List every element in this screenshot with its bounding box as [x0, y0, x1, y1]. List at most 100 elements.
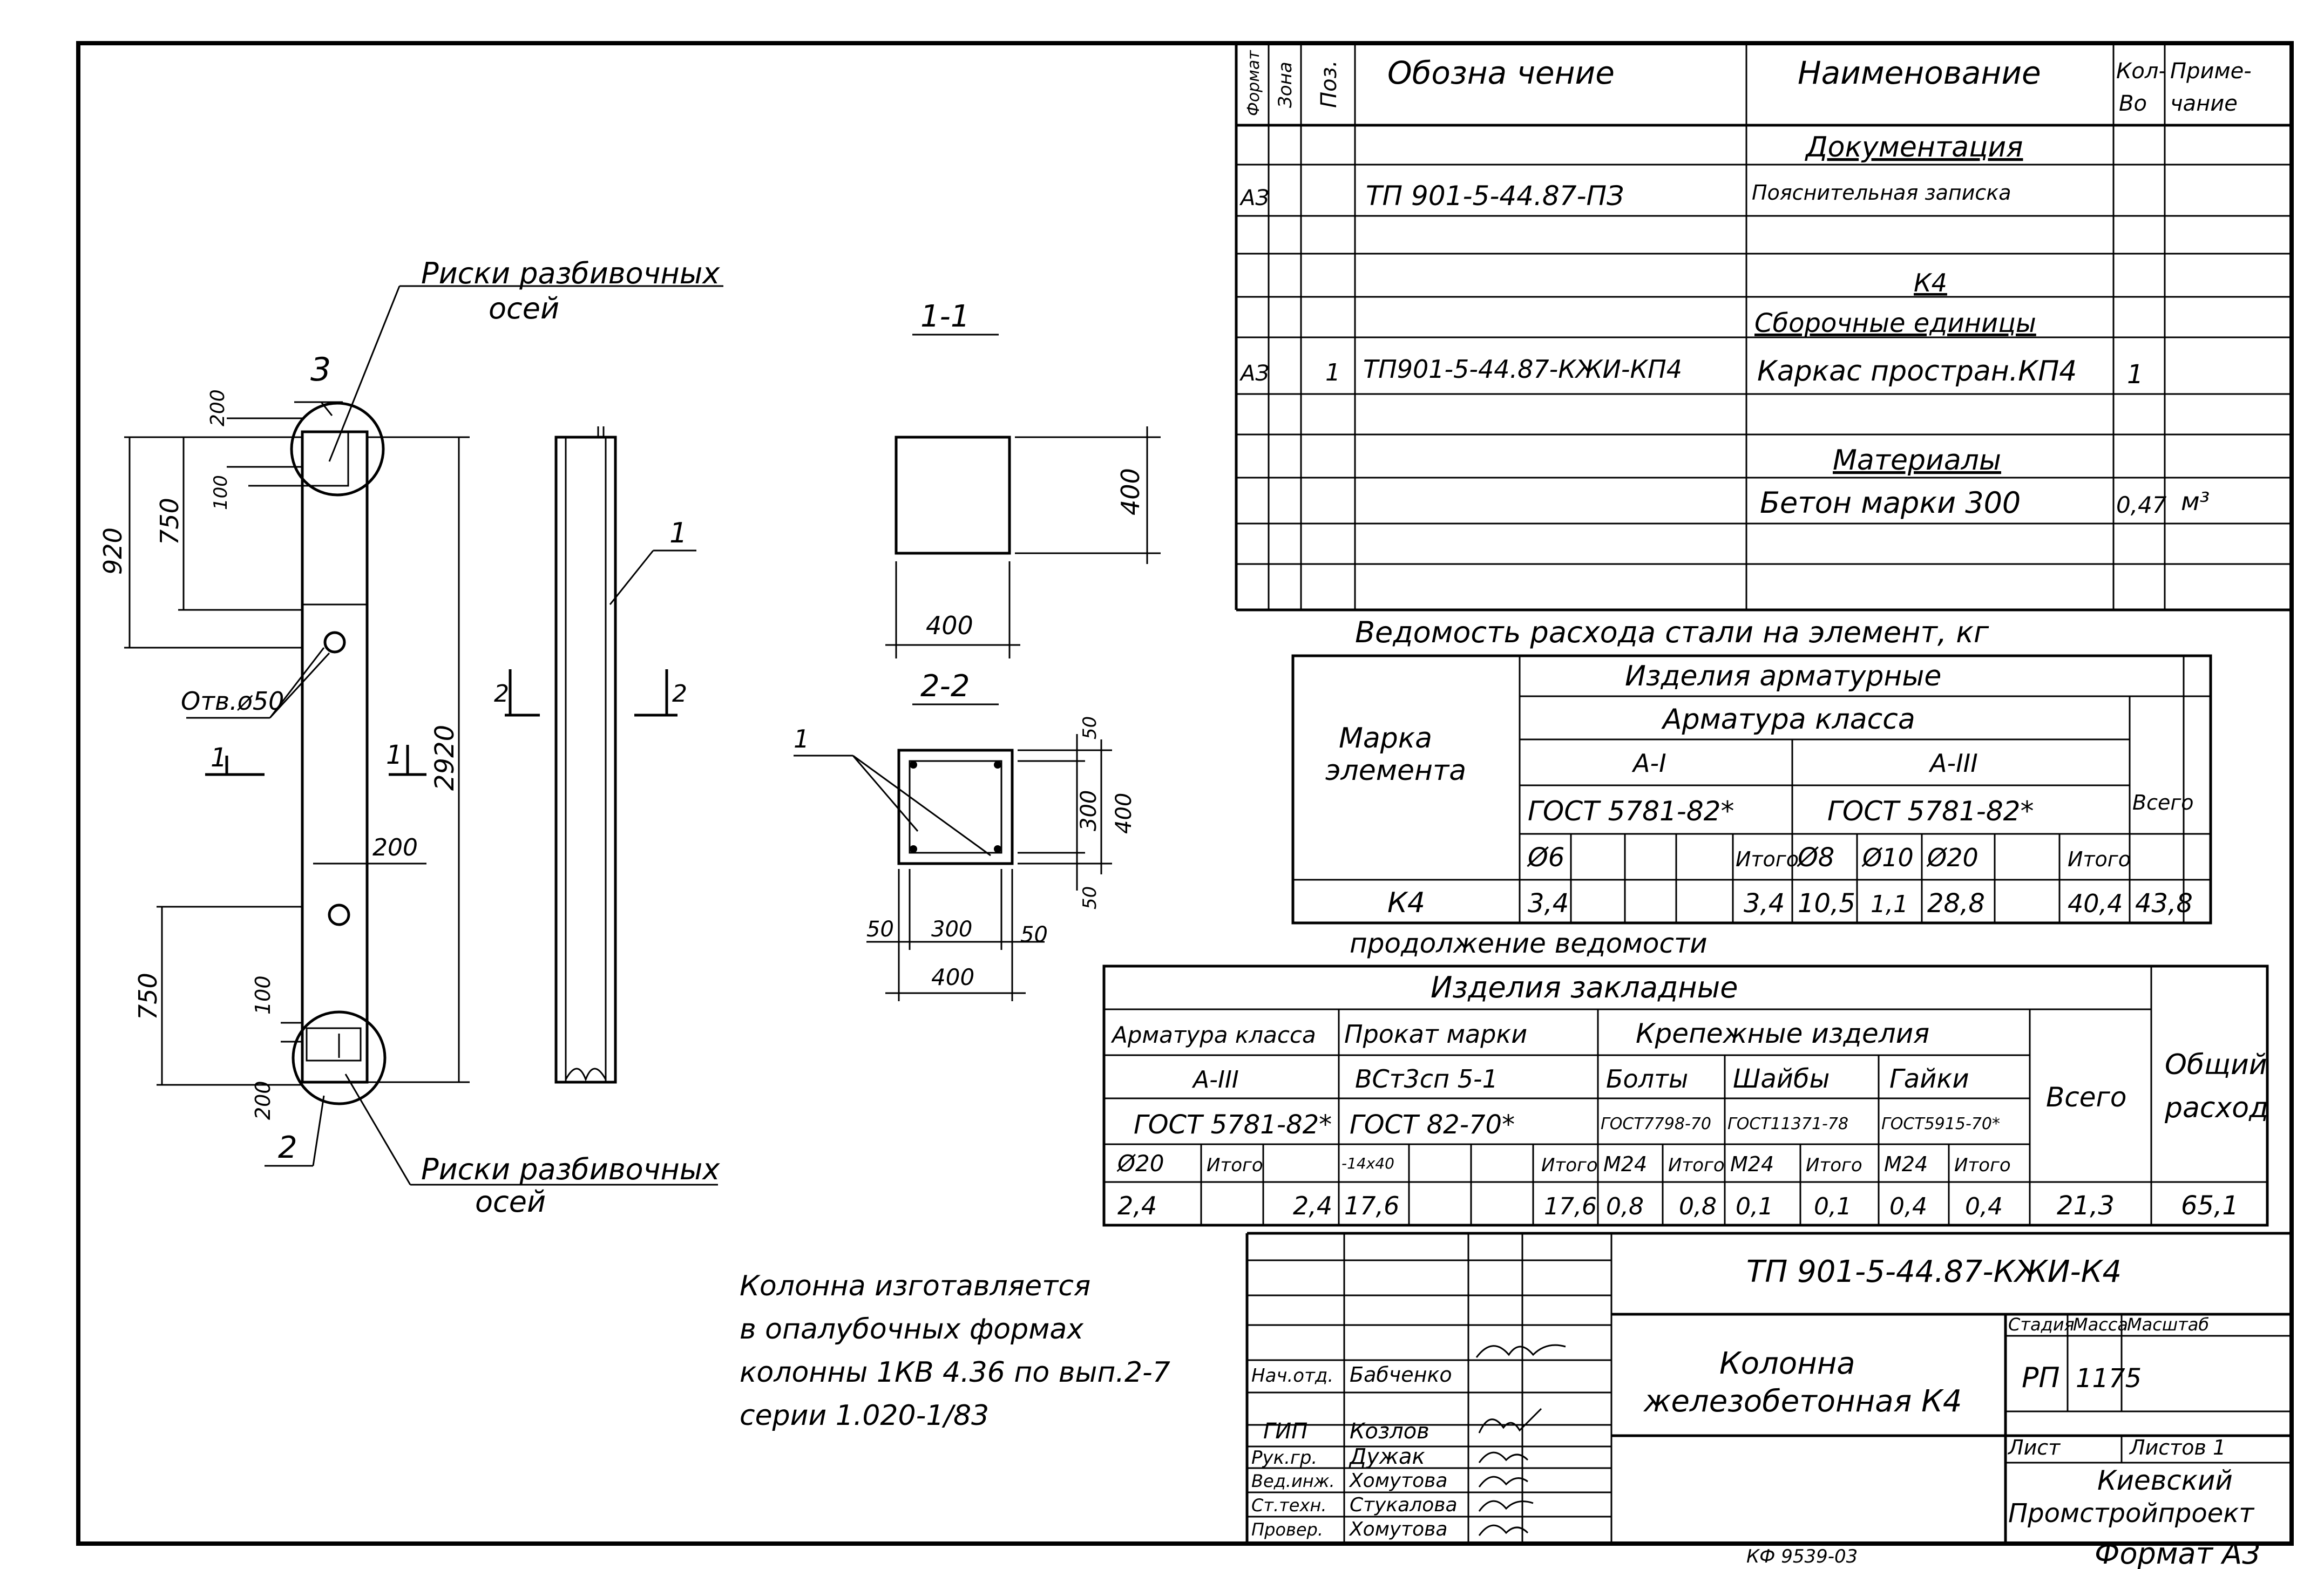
- cont-val-overall: 65,1: [2181, 1191, 2239, 1221]
- stamp-stage: РП: [2022, 1362, 2059, 1394]
- steel-class-a1: А-I: [1631, 749, 1666, 778]
- spec-name-materials: Материалы: [1833, 444, 2001, 477]
- dim-200-mid: 200: [372, 834, 418, 861]
- column-body: [301, 430, 369, 1084]
- spec-name-row2: Пояснительная записка: [1752, 181, 2011, 205]
- section-2-2-title: 2-2: [920, 669, 970, 704]
- stamp-role-3: Рук.гр.: [1251, 1447, 1317, 1469]
- spec-format-row2: АЗ: [1239, 186, 1269, 210]
- hole-top: [323, 631, 346, 654]
- steel-row-d20: 28,8: [1927, 888, 1985, 919]
- section-1-1-dim-h: 400: [926, 611, 973, 640]
- stamp-name-1: Бабченко: [1350, 1363, 1452, 1387]
- spec-header-qty-2: Во: [2119, 91, 2147, 116]
- cont-val-strip: 17,6: [1344, 1191, 1399, 1220]
- stamp-name-5: Стукалова: [1350, 1494, 1458, 1516]
- pos-1-label: 1: [669, 517, 687, 549]
- dim-750-top: 750: [155, 498, 184, 545]
- cont-gost-bolt: ГОСТ7798-70: [1601, 1115, 1711, 1133]
- section-2-2-dim-300-h: 300: [931, 917, 972, 942]
- spec-header-name: Наименование: [1798, 55, 2041, 91]
- cont-col-sum-washer: Итого: [1806, 1154, 1862, 1176]
- cont-bolts: Болты: [1606, 1064, 1688, 1093]
- steel-col-sum2: Итого: [2068, 847, 2131, 871]
- stamp-role-1: Нач.отд.: [1251, 1365, 1333, 1387]
- steel-row-sum2: 40,4: [2068, 889, 2123, 918]
- cont-h-krep: Крепежные изделия: [1636, 1018, 1929, 1049]
- spec-header-zone: Зона: [1275, 62, 1296, 108]
- steel-gost-a1: ГОСТ 5781-82*: [1528, 796, 1734, 827]
- section-1-1-title: 1-1: [920, 299, 970, 334]
- cont-col-strip: -14х40: [1341, 1154, 1394, 1172]
- steel-class-a3: А-III: [1928, 749, 1978, 778]
- spec-qty-row5: 1: [2127, 359, 2144, 390]
- note-line-2: в опалубочных формах: [740, 1313, 1084, 1346]
- spec-name-concrete: Бетон марки 300: [1760, 486, 2021, 520]
- dim-200-bottom: 200: [251, 1081, 275, 1120]
- cont-gost-arm: ГОСТ 5781-82*: [1134, 1110, 1332, 1140]
- spec-header-qty-1: Кол-: [2116, 59, 2166, 84]
- section-1-1-dim-v: 400: [1116, 468, 1145, 515]
- stamp-stage-header: Стадия: [2008, 1314, 2075, 1335]
- continuation-table: продолжение ведомости Изделия закладные …: [1102, 928, 2269, 1227]
- stamp-scale-header: Масштаб: [2127, 1314, 2209, 1335]
- cut-2-right: 2: [672, 680, 687, 708]
- spec-header-pos: Поз.: [1317, 60, 1341, 108]
- section-2-2-dim-300-v: 300: [1076, 790, 1101, 831]
- steel-table-title: Ведомость расхода стали на элемент, кг: [1355, 615, 1989, 649]
- note-line-1: Колонна изготавляется: [740, 1270, 1090, 1302]
- steel-group: Изделия арматурные: [1625, 660, 1941, 692]
- steel-col-d8: Ø8: [1797, 843, 1834, 873]
- stamp-name-2: Козлов: [1350, 1419, 1429, 1444]
- pos-2-label: 2: [278, 1130, 297, 1165]
- spec-qty-concrete: 0,47: [2116, 492, 2167, 518]
- sheet-frame: [76, 41, 2294, 1546]
- spec-name-assembly-units: Сборочные единицы: [1754, 308, 2036, 338]
- dim-2920: 2920: [430, 725, 460, 791]
- risk-label-top: Риски разбивочных: [421, 256, 720, 290]
- signature-3: [1478, 1451, 1529, 1463]
- column-side-view: 1 2 2: [494, 426, 696, 1084]
- spec-name-k4: К4: [1914, 268, 1947, 297]
- signature-4: [1478, 1476, 1528, 1488]
- title-block: ТП 901-5-44.87-КЖИ-К4 Колонна железобето…: [1245, 1232, 2292, 1544]
- spec-header-note-1: Приме-: [2170, 59, 2252, 84]
- dim-100-top: 100: [210, 475, 232, 510]
- cont-gost-washer: ГОСТ11371-78: [1727, 1115, 1848, 1133]
- risk-label-top-2: осей: [489, 291, 559, 325]
- stamp-org-1: Киевский: [2097, 1465, 2233, 1496]
- cont-val-sum-nut: 0,4: [1965, 1193, 2003, 1220]
- spec-header-format: Формат: [1244, 50, 1263, 116]
- cont-val-d20: 2,4: [1117, 1191, 1157, 1220]
- steel-row-sum1: 3,4: [1744, 888, 1785, 919]
- cont-val-sum-arm: 2,4: [1293, 1191, 1332, 1220]
- hole-bottom: [328, 904, 350, 926]
- cont-val-nut: 0,4: [1889, 1193, 1927, 1220]
- stamp-role-4: Вед.инж.: [1251, 1471, 1335, 1491]
- cont-washers: Шайбы: [1733, 1064, 1830, 1094]
- section-2-2-dim-50-left: 50: [866, 917, 894, 942]
- cont-col-sum-arm: Итого: [1207, 1154, 1263, 1176]
- spec-note-concrete: м³: [2181, 487, 2210, 516]
- cont-h-obsh-1: Общий: [2165, 1049, 2267, 1081]
- stamp-mass: 1175: [2076, 1363, 2142, 1394]
- signature-1: [1475, 1344, 1566, 1358]
- risk-label-bottom-2: осей: [475, 1185, 546, 1219]
- cont-col-m24-washer: М24: [1730, 1152, 1774, 1176]
- cont-col-m24-bolt: М24: [1603, 1152, 1647, 1176]
- specification-table: Формат Зона Поз. Обозна чение Наименован…: [1235, 43, 2292, 612]
- cont-col-sum-bolt: Итого: [1668, 1154, 1725, 1176]
- steel-mark-label: Марка: [1339, 722, 1432, 755]
- detail-circle-bottom: [292, 1010, 387, 1105]
- spec-header-note-2: чание: [2170, 91, 2238, 116]
- stamp-mass-header: Масса: [2073, 1314, 2128, 1335]
- steel-row-d8: 10,5: [1798, 888, 1855, 919]
- cont-h-prokat: Прокат марки: [1344, 1020, 1527, 1049]
- spec-designation-row2: ТП 901-5-44.87-ПЗ: [1366, 180, 1624, 212]
- steel-row-mark: К4: [1387, 887, 1425, 919]
- steel-row-d10: 1,1: [1871, 891, 1908, 918]
- cut-2-left: 2: [494, 680, 509, 708]
- cont-gost-nut: ГОСТ5915-70*: [1881, 1115, 2000, 1133]
- stamp-name-6: Хомутова: [1349, 1518, 1447, 1540]
